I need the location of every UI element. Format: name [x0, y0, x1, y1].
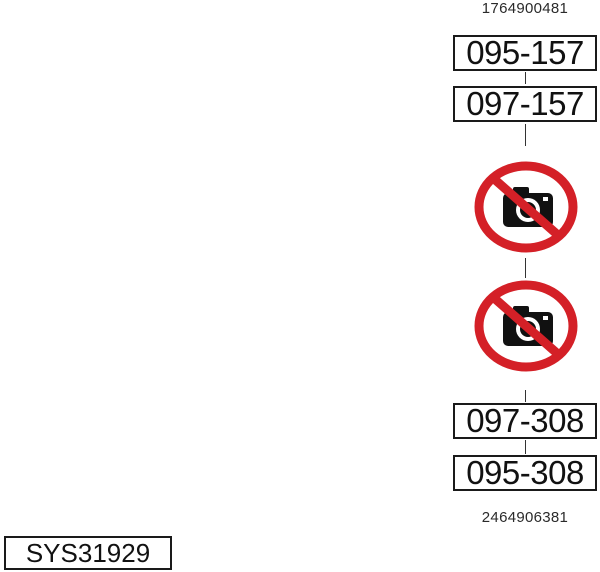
connector-line: [525, 258, 526, 278]
article-number-top: 1764900481: [481, 0, 569, 17]
article-number-bottom: 2464906381: [481, 509, 569, 526]
system-id-label: SYS31929: [4, 536, 172, 570]
no-photo-icon: [474, 161, 578, 253]
connector-line: [525, 72, 526, 84]
connector-line: [525, 124, 526, 146]
prohibition-slash: [490, 293, 562, 359]
prohibition-ring: [474, 280, 578, 372]
prohibition-ring: [474, 161, 578, 253]
no-photo-icon: [474, 280, 578, 372]
connector-line: [525, 440, 526, 454]
prohibition-slash: [490, 174, 562, 240]
part-number-box[interactable]: 095-308: [453, 455, 597, 491]
part-number-box[interactable]: 097-157: [453, 86, 597, 122]
part-number-box[interactable]: 095-157: [453, 35, 597, 71]
connector-line: [525, 390, 526, 402]
part-number-box[interactable]: 097-308: [453, 403, 597, 439]
